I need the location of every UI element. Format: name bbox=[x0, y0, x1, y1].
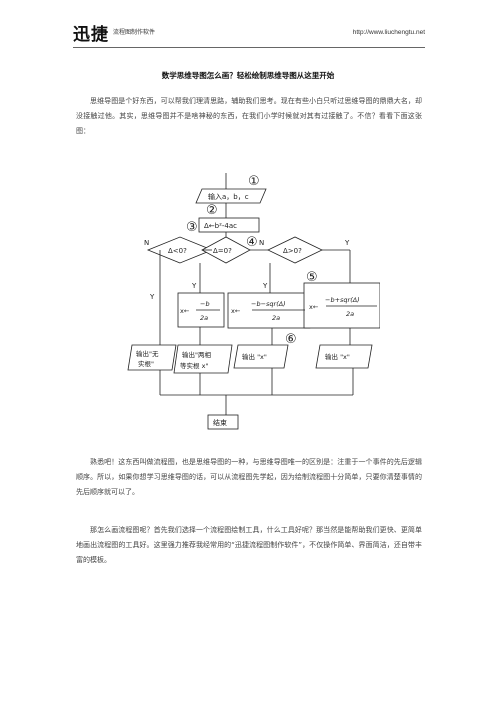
branch-y-4: Y bbox=[262, 282, 268, 290]
proc-eq-num: −b bbox=[200, 300, 210, 308]
proc-x1-den: 2a bbox=[272, 314, 280, 322]
output-x2: 输出 "x" bbox=[325, 352, 350, 361]
branch-n-2: N bbox=[259, 239, 264, 247]
header-divider bbox=[73, 47, 425, 48]
marker-3: ③ bbox=[186, 220, 198, 235]
proc-x1-num: −b−sqr(Δ) bbox=[251, 300, 286, 308]
cond-lt-zero: Δ<0? bbox=[168, 247, 187, 255]
cond-eq-zero: Δ=0? bbox=[213, 247, 232, 255]
proc-x1-assign: x← bbox=[231, 307, 241, 315]
page-title: 数学思维导图怎么画？轻松绘制思维导图从这里开始 bbox=[161, 71, 335, 80]
marker-4: ④ bbox=[246, 235, 258, 250]
proc-x2-num: −b+sqr(Δ) bbox=[325, 296, 360, 304]
paragraph-recommendation: 那怎么画流程图呢？首先我们选择一个流程图绘制工具，什么工具好呢？那当然是能帮助我… bbox=[76, 526, 422, 564]
branch-n-1: N bbox=[144, 239, 149, 247]
output-equal-root: 输出"两相等实根 x" bbox=[180, 350, 211, 370]
output-no-root: 输出"无实根" bbox=[136, 349, 159, 368]
output-x1: 输出 "x" bbox=[242, 352, 267, 361]
paragraph-explanation: 熟悉吧！这东西叫做流程图，也是思维导图的一种，与思维导图唯一的区别是：注重于一个… bbox=[76, 458, 422, 496]
assign-label: Δ←b²-4ac bbox=[204, 222, 237, 230]
branch-y-3: Y bbox=[344, 239, 350, 247]
marker-1: ① bbox=[248, 174, 260, 189]
flowchart: ① ② ③ ④ ⑤ ⑥ 输入a，b，c Δ←b²-4ac Δ<0? Δ=0? Δ… bbox=[127, 173, 380, 430]
branch-y-1: Y bbox=[149, 293, 155, 301]
branch-y-2: Y bbox=[191, 282, 197, 290]
cond-gt-zero: Δ>0? bbox=[283, 247, 302, 255]
input-label: 输入a，b，c bbox=[208, 192, 249, 201]
proc-eq-assign: x← bbox=[180, 307, 190, 315]
logo-subtitle: 流程图制作软件 bbox=[113, 29, 156, 36]
site-url[interactable]: http://www.liuchengtu.net bbox=[352, 29, 425, 36]
logo: 迅捷 bbox=[73, 25, 109, 45]
header: 迅捷 流程图制作软件 http://www.liuchengtu.net bbox=[73, 20, 425, 48]
proc-eq-den: 2a bbox=[200, 314, 208, 322]
marker-2: ② bbox=[206, 203, 218, 218]
end-label: 结束 bbox=[213, 418, 227, 427]
marker-5: ⑤ bbox=[306, 270, 318, 285]
marker-6: ⑥ bbox=[285, 332, 297, 347]
proc-x2-assign: x← bbox=[309, 303, 319, 311]
proc-x2-den: 2a bbox=[346, 310, 354, 318]
paragraph-intro: 思维导图是个好东西，可以帮我们理清思路，辅助我们思考。现在有些小白只听过思维导图… bbox=[76, 97, 422, 135]
